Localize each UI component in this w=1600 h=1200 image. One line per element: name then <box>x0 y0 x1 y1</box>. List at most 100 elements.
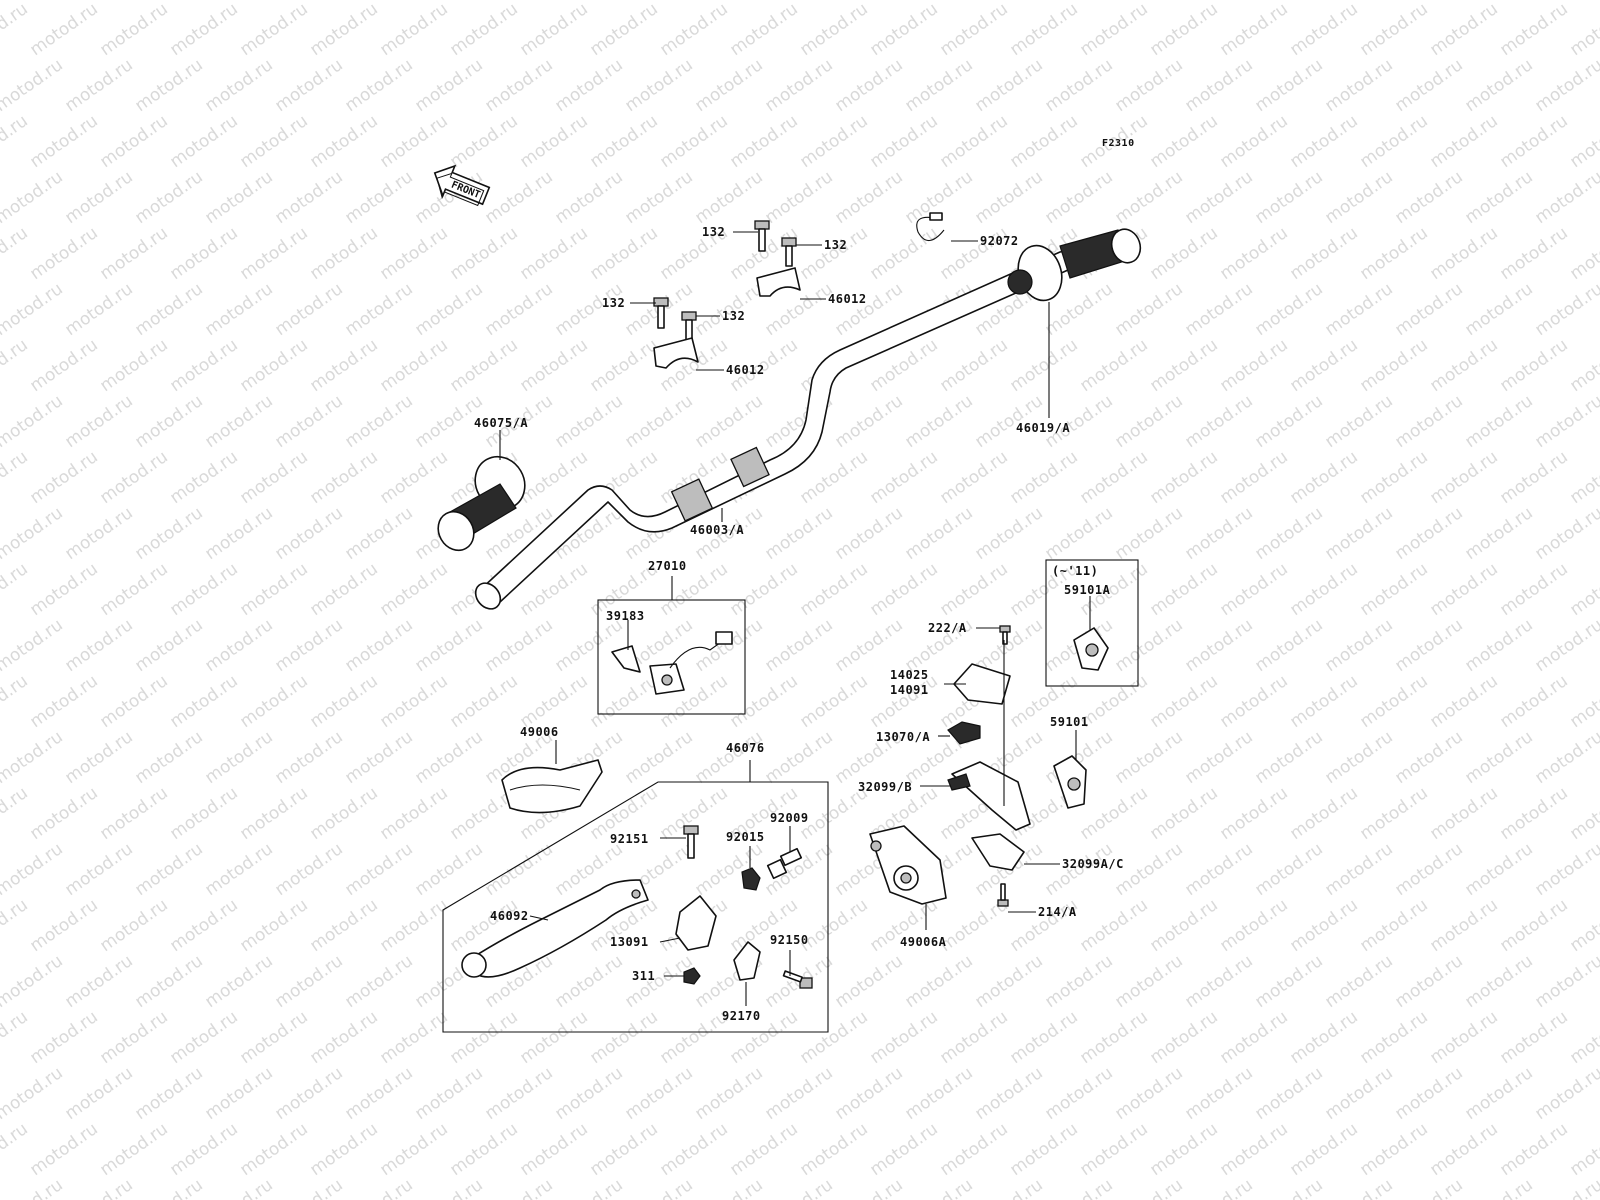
watermark-text: motod.ru <box>166 559 241 620</box>
watermark-text: motod.ru <box>1181 0 1256 4</box>
watermark-text: motod.ru <box>201 167 276 228</box>
watermark-text: motod.ru <box>551 391 626 452</box>
watermark-text: motod.ru <box>1496 895 1571 956</box>
watermark-text: motod.ru <box>341 55 416 116</box>
label-59101: 59101 <box>1050 715 1089 729</box>
watermark-text: motod.ru <box>1076 1007 1151 1068</box>
watermark-text: motod.ru <box>481 615 556 676</box>
label-32099B: 32099/B <box>858 780 912 794</box>
watermark-text: motod.ru <box>691 167 766 228</box>
watermark-text: motod.ru <box>1111 167 1186 228</box>
watermark-text: motod.ru <box>656 1119 731 1180</box>
watermark-text: motod.ru <box>61 727 136 788</box>
watermark-text: motod.ru <box>866 1007 941 1068</box>
watermark-text: motod.ru <box>1426 671 1501 732</box>
watermark-text: motod.ru <box>796 111 871 172</box>
bolt-132-b <box>781 237 797 267</box>
watermark-text: motod.ru <box>1426 1007 1501 1068</box>
watermark-text: motod.ru <box>901 0 976 4</box>
watermark-text: motod.ru <box>691 55 766 116</box>
watermark-text: motod.ru <box>376 335 451 396</box>
watermark-text: motod.ru <box>341 503 416 564</box>
watermark-text: motod.ru <box>726 111 801 172</box>
watermark-text: motod.ru <box>1111 391 1186 452</box>
lever-assembly-box <box>442 781 829 1033</box>
watermark-text: motod.ru <box>271 1175 346 1200</box>
watermark-text: motod.ru <box>1146 1119 1221 1180</box>
watermark-text: motod.ru <box>1426 1119 1501 1180</box>
watermark-text: motod.ru <box>1251 55 1326 116</box>
watermark-text: motod.ru <box>26 671 101 732</box>
watermark-text: motod.ru <box>1216 671 1291 732</box>
watermark-text: motod.ru <box>26 447 101 508</box>
watermark-text: motod.ru <box>761 55 836 116</box>
watermark-text: motod.ru <box>0 503 67 564</box>
watermark-text: motod.ru <box>1286 447 1361 508</box>
watermark-text: motod.ru <box>26 895 101 956</box>
watermark-text: motod.ru <box>236 223 311 284</box>
watermark-text: motod.ru <box>236 671 311 732</box>
watermark-text: motod.ru <box>481 0 556 4</box>
throttle-case-32099AC <box>971 833 1025 871</box>
watermark-text: motod.ru <box>271 391 346 452</box>
watermark-text: motod.ru <box>131 1175 206 1200</box>
watermark-text: motod.ru <box>201 727 276 788</box>
watermark-text: motod.ru <box>691 839 766 900</box>
watermark-text: motod.ru <box>1566 447 1600 508</box>
watermark-text: motod.ru <box>1251 727 1326 788</box>
watermark-text: motod.ru <box>691 615 766 676</box>
watermark-text: motod.ru <box>796 1119 871 1180</box>
part-labels: 132 132 132 132 92072 46012 46012 46075/… <box>474 225 1123 1023</box>
watermark-text: motod.ru <box>1006 447 1081 508</box>
watermark-text: motod.ru <box>1006 111 1081 172</box>
watermark-text: motod.ru <box>201 1175 276 1200</box>
watermark-text: motod.ru <box>236 111 311 172</box>
watermark-text: motod.ru <box>166 1007 241 1068</box>
watermark-text: motod.ru <box>936 223 1011 284</box>
watermark-text: motod.ru <box>1531 0 1600 4</box>
label-46076: 46076 <box>726 741 765 755</box>
watermark-text: motod.ru <box>0 839 67 900</box>
watermark-text: motod.ru <box>376 111 451 172</box>
watermark-text: motod.ru <box>1461 55 1536 116</box>
clamp-92170 <box>733 941 761 981</box>
watermark-text: motod.ru <box>1041 55 1116 116</box>
watermark-text: motod.ru <box>1251 839 1326 900</box>
watermark-text: motod.ru <box>0 895 32 956</box>
watermark-text: motod.ru <box>26 559 101 620</box>
watermark-text: motod.ru <box>1496 671 1571 732</box>
watermark-text: motod.ru <box>341 279 416 340</box>
watermark-text: motod.ru <box>1146 447 1221 508</box>
watermark-text: motod.ru <box>306 895 381 956</box>
band-92072 <box>916 212 945 242</box>
watermark-text: motod.ru <box>796 223 871 284</box>
watermark-text: motod.ru <box>376 0 451 60</box>
watermark-text: motod.ru <box>271 839 346 900</box>
watermark-text: motod.ru <box>1006 1119 1081 1180</box>
watermark-text: motod.ru <box>1286 1119 1361 1180</box>
watermark-text: motod.ru <box>271 951 346 1012</box>
screw-214A <box>997 883 1009 907</box>
watermark-text: motod.ru <box>1111 1063 1186 1124</box>
watermark-text: motod.ru <box>1041 1063 1116 1124</box>
watermark-text: motod.ru <box>1531 1063 1600 1124</box>
watermark-text: motod.ru <box>621 55 696 116</box>
watermark-text: motod.ru <box>376 1119 451 1180</box>
watermark-text: motod.ru <box>831 503 906 564</box>
watermark-text: motod.ru <box>971 503 1046 564</box>
watermark-text: motod.ru <box>1426 783 1501 844</box>
watermark-text: motod.ru <box>1041 951 1116 1012</box>
watermark-text: motod.ru <box>516 111 591 172</box>
cover-49006A <box>869 825 947 905</box>
watermark-text: motod.ru <box>1286 895 1361 956</box>
watermark-text: motod.ru <box>1216 895 1291 956</box>
watermark-text: motod.ru <box>1251 1175 1326 1200</box>
watermark-text: motod.ru <box>1426 335 1501 396</box>
watermark-text: motod.ru <box>901 503 976 564</box>
label-59101A: 59101A <box>1064 583 1111 597</box>
watermark-text: motod.ru <box>1286 0 1361 60</box>
watermark-text: motod.ru <box>1181 951 1256 1012</box>
watermark-text: motod.ru <box>481 1063 556 1124</box>
watermark-text: motod.ru <box>481 839 556 900</box>
